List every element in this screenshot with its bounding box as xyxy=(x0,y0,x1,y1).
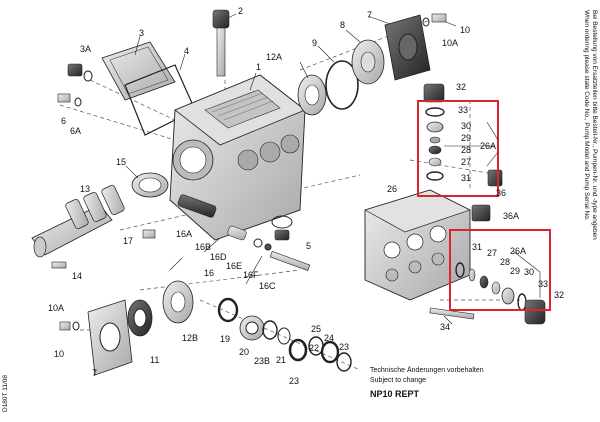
plug-part-36 xyxy=(487,169,503,187)
flange-part-7-bottom xyxy=(87,299,133,376)
callout-34: 34 xyxy=(440,322,451,332)
screw-part-34 xyxy=(429,307,475,320)
drawing-code: D180T 11/08 xyxy=(2,375,9,412)
callout-23b: 23B xyxy=(254,356,271,366)
screw-part-10-bottom xyxy=(59,321,80,331)
change-note-de: Technische Änderungen vorbehalten xyxy=(370,367,484,374)
change-note-en: Subject to change xyxy=(370,377,427,384)
model-title: NP10 REPT xyxy=(370,389,420,399)
callout-31-upper: 31 xyxy=(461,173,472,183)
callout-8: 8 xyxy=(340,20,346,30)
callout-7-top: 7 xyxy=(367,10,373,20)
screw-part-6 xyxy=(57,93,82,107)
connecting-rod-part-15 xyxy=(131,172,169,198)
callout-22: 22 xyxy=(309,343,320,353)
callout-31-lower: 31 xyxy=(472,242,483,252)
callout-11: 11 xyxy=(150,355,160,365)
order-note-de: Bei Bestellung von Ersatzteilen bitte Be… xyxy=(591,10,598,240)
callout-23-left: 23 xyxy=(289,376,300,386)
callout-16: 16 xyxy=(204,268,215,278)
manifold-part-26 xyxy=(364,189,471,301)
callout-16f: 16F xyxy=(243,270,259,280)
screw-part-10-top xyxy=(422,13,447,27)
callout-3: 3 xyxy=(139,28,145,38)
callout-5: 5 xyxy=(306,241,312,251)
callout-3a: 3A xyxy=(80,44,92,54)
callout-13: 13 xyxy=(80,184,91,194)
bearing-part-12a xyxy=(297,74,327,116)
callout-29-lower: 29 xyxy=(510,266,521,276)
callout-10a-top: 10A xyxy=(442,38,459,48)
seal-rings-lower xyxy=(217,297,352,372)
callout-15: 15 xyxy=(116,157,127,167)
bearing-cover-part-8 xyxy=(351,39,385,85)
crankcase-part-1 xyxy=(169,74,306,241)
piston-assembly-part-16 xyxy=(177,194,311,272)
callout-10-top: 10 xyxy=(460,25,471,35)
callout-1: 1 xyxy=(256,62,262,72)
callout-19: 19 xyxy=(220,334,231,344)
o-ring-part-9 xyxy=(325,60,359,110)
plug-part-5 xyxy=(271,215,293,241)
callout-28-lower: 28 xyxy=(500,257,511,267)
bearing-part-12b xyxy=(162,280,194,324)
valve-assembly-upper xyxy=(423,83,445,181)
callout-10a-bottom: 10A xyxy=(48,303,65,313)
valve-assembly-lower xyxy=(455,262,546,325)
callout-12b: 12B xyxy=(182,333,199,343)
pin-part-17 xyxy=(142,229,156,239)
callout-28-upper: 28 xyxy=(461,145,472,155)
callout-33-upper: 33 xyxy=(458,105,469,115)
callout-25: 25 xyxy=(311,324,322,334)
flange-part-7-top xyxy=(384,14,431,81)
callout-36: 36 xyxy=(496,188,507,198)
callout-6: 6 xyxy=(61,116,67,126)
callout-16b: 16B xyxy=(195,242,212,252)
callout-2: 2 xyxy=(238,6,244,16)
callout-16c: 16C xyxy=(259,281,276,291)
callout-36a: 36A xyxy=(503,211,520,221)
callout-10-bottom: 10 xyxy=(54,349,65,359)
callout-24: 24 xyxy=(324,333,335,343)
callout-7-bottom: 7 xyxy=(92,368,98,378)
oil-seal-part-11 xyxy=(127,299,153,337)
callout-6a: 6A xyxy=(70,126,82,136)
callout-14: 14 xyxy=(72,271,83,281)
callout-4: 4 xyxy=(184,46,190,56)
callout-27-upper: 27 xyxy=(461,157,472,167)
callout-20: 20 xyxy=(239,347,250,357)
dipstick-part-2 xyxy=(212,9,230,77)
callout-21: 21 xyxy=(276,355,287,365)
callout-32-upper: 32 xyxy=(456,82,467,92)
callout-16d: 16D xyxy=(210,252,227,262)
leader-lines xyxy=(125,13,541,325)
plug-part-36a xyxy=(471,204,491,222)
callout-23-right: 23 xyxy=(339,342,350,352)
callout-30-lower: 30 xyxy=(524,267,535,277)
callout-26a-lower: 26A xyxy=(510,246,527,256)
callout-30-upper: 30 xyxy=(461,121,472,131)
callout-29-upper: 29 xyxy=(461,133,472,143)
plug-part-3a xyxy=(67,63,93,82)
callout-12a: 12A xyxy=(266,52,283,62)
callout-26a-upper: 26A xyxy=(480,141,497,151)
highlight-box-upper-valve xyxy=(417,100,499,197)
callout-33-lower: 33 xyxy=(538,279,549,289)
rear-cover-part-3 xyxy=(101,41,176,101)
callout-26: 26 xyxy=(387,184,398,194)
callout-17: 17 xyxy=(123,236,134,246)
callout-16e: 16E xyxy=(226,261,243,271)
callout-32-lower: 32 xyxy=(554,290,565,300)
key-part-14 xyxy=(51,261,67,269)
highlight-box-lower-valve xyxy=(449,229,551,311)
callout-27-lower: 27 xyxy=(487,248,498,258)
callout-9: 9 xyxy=(312,38,318,48)
crankshaft-part-13 xyxy=(31,184,125,258)
order-note-en: When ordering please state Code No., Pum… xyxy=(583,10,590,221)
callout-16a: 16A xyxy=(176,229,193,239)
